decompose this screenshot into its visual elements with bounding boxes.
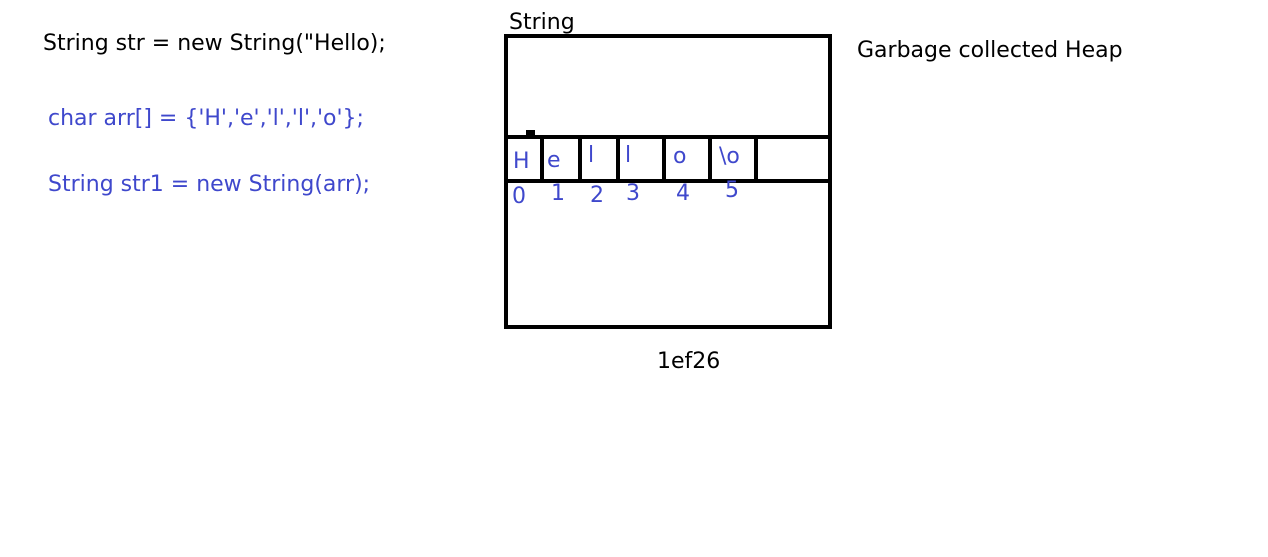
array-char: e — [547, 148, 561, 173]
array-cell-2 — [578, 135, 620, 183]
array-index: 2 — [590, 183, 604, 208]
array-char: l — [625, 143, 632, 168]
array-char: \o — [719, 144, 740, 169]
heap-label: Garbage collected Heap — [857, 38, 1123, 63]
array-char: o — [673, 144, 687, 169]
array-char: l — [588, 143, 595, 168]
object-address: 1ef26 — [657, 349, 721, 374]
array-index: 4 — [676, 181, 690, 206]
array-cell-3 — [616, 135, 666, 183]
array-cell-4 — [662, 135, 712, 183]
array-index: 5 — [725, 178, 739, 203]
array-index: 0 — [512, 184, 526, 209]
array-char: H — [513, 149, 530, 174]
code-line-string-from-array: String str1 = new String(arr); — [48, 172, 371, 197]
code-line-char-array: char arr[] = {'H','e','l','l','o'}; — [48, 106, 364, 131]
pointer-tick — [526, 130, 535, 138]
array-cell-5 — [708, 135, 758, 183]
code-line-string-literal: String str = new String("Hello); — [43, 31, 386, 56]
string-object-label: String — [509, 10, 575, 35]
array-index: 1 — [551, 181, 565, 206]
array-index: 3 — [626, 181, 640, 206]
